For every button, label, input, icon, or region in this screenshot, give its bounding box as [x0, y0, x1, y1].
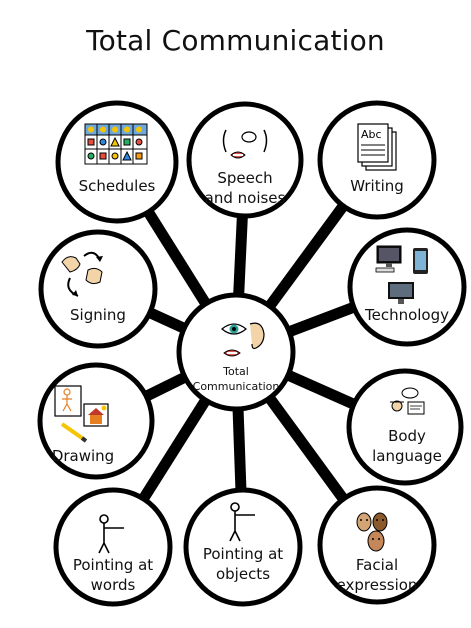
pointing-person-icon: [229, 502, 255, 542]
paper-writing-icon: Abc: [357, 123, 397, 171]
eye-ear-mouth-icon: [221, 322, 265, 357]
calendar-grid-icon: [84, 123, 148, 165]
label-speech-line2: and noises: [204, 189, 286, 207]
label-pointing-objects-line2: objects: [215, 565, 271, 583]
hands-signing-icon: [61, 251, 103, 297]
label-drawing: Drawing: [28, 446, 138, 466]
label-facial-line1: Facial: [355, 556, 399, 574]
label-facial: Facial expression: [322, 555, 432, 595]
label-signing-line1: Signing: [70, 306, 126, 324]
label-signing: Signing: [43, 305, 153, 325]
label-center-line1: Total: [223, 365, 249, 378]
label-pointing-words-line2: words: [90, 576, 136, 594]
computer-phone-icon: [375, 245, 428, 304]
label-drawing-line1: Drawing: [51, 447, 115, 465]
label-center-line2: Communication: [192, 380, 280, 393]
label-pointing-words: Pointing at words: [58, 555, 168, 595]
label-body: Body language: [352, 426, 462, 466]
label-body-line1: Body: [388, 427, 426, 445]
label-center: Total Communication: [186, 364, 286, 394]
label-pointing-objects-line1: Pointing at: [202, 545, 284, 563]
node-pointing-objects: [183, 487, 303, 607]
faces-icon: [356, 512, 388, 552]
page-title: Total Communication: [86, 24, 385, 57]
node-pointing-words: [53, 487, 173, 607]
pointing-person-icon: [98, 514, 124, 554]
label-body-line2: language: [372, 447, 442, 465]
label-facial-line2: expression: [336, 576, 418, 594]
drawing-pencil-icon: [54, 385, 109, 443]
node-body: [346, 368, 464, 486]
label-schedules-line1: Schedules: [78, 177, 156, 195]
label-writing: Writing: [322, 176, 432, 196]
label-speech-line1: Speech: [217, 169, 273, 187]
mouth-speech-icon: [222, 129, 268, 159]
label-technology-line1: Technology: [364, 306, 450, 324]
label-pointing-objects: Pointing at objects: [188, 544, 298, 584]
label-pointing-words-line1: Pointing at: [72, 556, 154, 574]
label-speech: Speech and noises: [190, 168, 300, 208]
label-schedules: Schedules: [62, 176, 172, 196]
person-speaking-icon: [390, 387, 425, 415]
paper-writing-text: Abc: [361, 128, 382, 141]
label-technology: Technology: [352, 305, 462, 325]
label-writing-line1: Writing: [350, 177, 404, 195]
node-signing: [38, 229, 158, 349]
node-speech: [186, 101, 304, 219]
